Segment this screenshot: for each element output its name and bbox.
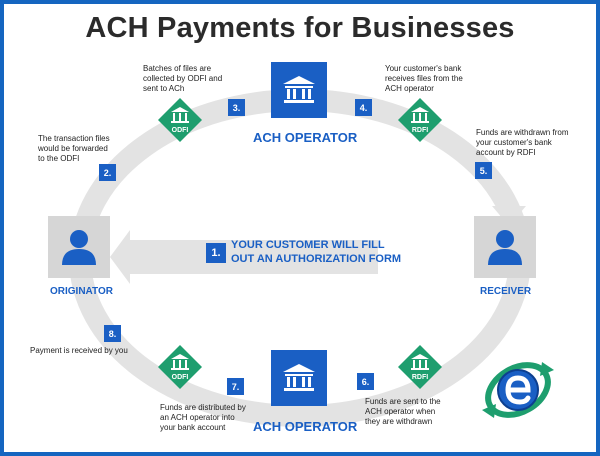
ach-operator-top-box: [271, 62, 327, 118]
odfi-diamond-top: ODFI: [158, 98, 202, 142]
ach-operator-bottom-box: [271, 350, 327, 406]
step-badge-1: 1.: [206, 243, 226, 263]
rdfi-bank-icon: RDFI: [398, 345, 442, 389]
step-6-note: Funds are sent to the ACH operator when …: [365, 397, 441, 426]
step-3-note: Batches of files are collected by ODFI a…: [143, 64, 223, 93]
instruction-line-2: OUT AN AUTHORIZATION FORM: [231, 253, 402, 265]
step-4-note: Your customer's bank receives files from…: [385, 64, 463, 93]
bank-icon: [283, 76, 315, 103]
originator-box: [48, 216, 110, 278]
receiver-label: RECEIVER: [480, 286, 532, 297]
rdfi-diamond-top: RDFI: [398, 98, 442, 142]
originator-label: ORIGINATOR: [50, 286, 113, 297]
odfi-diamond-bottom: ODFI: [158, 345, 202, 389]
rdfi-diamond-bottom: RDFI: [398, 345, 442, 389]
rdfi-label: RDFI: [412, 374, 428, 381]
odfi-label: ODFI: [172, 374, 189, 381]
receiver-box: [474, 216, 536, 278]
odfi-bank-icon: ODFI: [158, 98, 202, 142]
ach-operator-top-label: ACH OPERATOR: [253, 130, 358, 145]
step-badge-8: 8.: [104, 325, 121, 342]
odfi-label: ODFI: [172, 127, 189, 134]
brand-logo-icon: [482, 362, 554, 418]
instruction-line-1: YOUR CUSTOMER WILL FILL: [231, 239, 385, 251]
authorization-instruction: YOUR CUSTOMER WILL FILL OUT AN AUTHORIZA…: [231, 238, 401, 266]
center-arrow-icon: [110, 230, 378, 284]
rdfi-label: RDFI: [412, 127, 428, 134]
step-badge-6: 6.: [357, 373, 374, 390]
page-title: ACH Payments for Businesses: [85, 12, 515, 44]
step-badge-2: 2.: [99, 164, 116, 181]
ach-operator-bottom-label: ACH OPERATOR: [253, 419, 358, 434]
step-badge-5: 5.: [475, 162, 492, 179]
step-7-note: Funds are distributed by an ACH operator…: [160, 403, 246, 432]
rdfi-bank-icon: RDFI: [398, 98, 442, 142]
step-2-note: The transaction files would be forwarded…: [38, 134, 110, 163]
step-5-note: Funds are withdrawn from your customer's…: [476, 128, 569, 157]
odfi-bank-icon: ODFI: [158, 345, 202, 389]
person-icon: [62, 230, 96, 265]
person-icon: [488, 230, 522, 265]
step-badge-4: 4.: [355, 99, 372, 116]
step-8-note: Payment is received by you: [30, 346, 128, 355]
bank-icon: [283, 364, 315, 391]
step-badge-3: 3.: [228, 99, 245, 116]
step-badge-7: 7.: [227, 378, 244, 395]
